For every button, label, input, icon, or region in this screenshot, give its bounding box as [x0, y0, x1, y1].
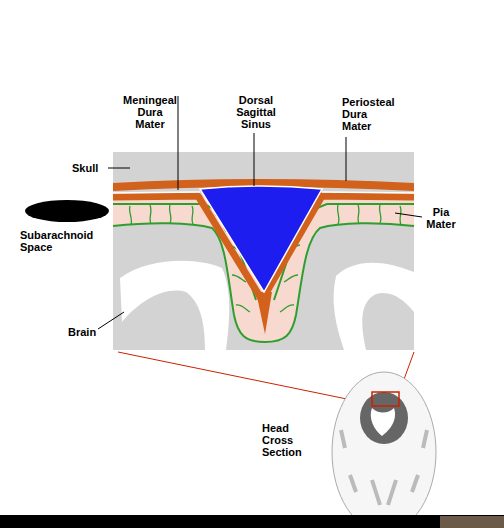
head-structures — [341, 430, 427, 505]
part-label: Dorsal Sagittal Sinus — [236, 94, 276, 130]
redaction-blob — [25, 200, 109, 222]
bottom-band — [0, 515, 504, 528]
head-outline — [332, 372, 436, 528]
part-label: Periosteal Dura Mater — [342, 96, 395, 132]
part-label: Head Cross Section — [262, 422, 302, 458]
skull-brain-block — [113, 152, 414, 350]
sagittal-sinus — [200, 186, 322, 292]
leader-lines — [98, 96, 422, 329]
part-label: Brain — [68, 326, 96, 338]
part-label: Subarachnoid Space — [20, 229, 93, 253]
white-matter — [334, 263, 414, 350]
part-label: Skull — [72, 162, 98, 174]
part-label: Meningeal Dura Mater — [123, 94, 177, 130]
brain-white — [371, 408, 395, 436]
part-label: Pia Mater — [426, 206, 455, 230]
brain-section — [360, 392, 408, 444]
white-matter — [120, 261, 229, 350]
photo-strip — [440, 516, 504, 528]
falx-tip — [256, 292, 272, 334]
zoom-box — [372, 392, 399, 406]
